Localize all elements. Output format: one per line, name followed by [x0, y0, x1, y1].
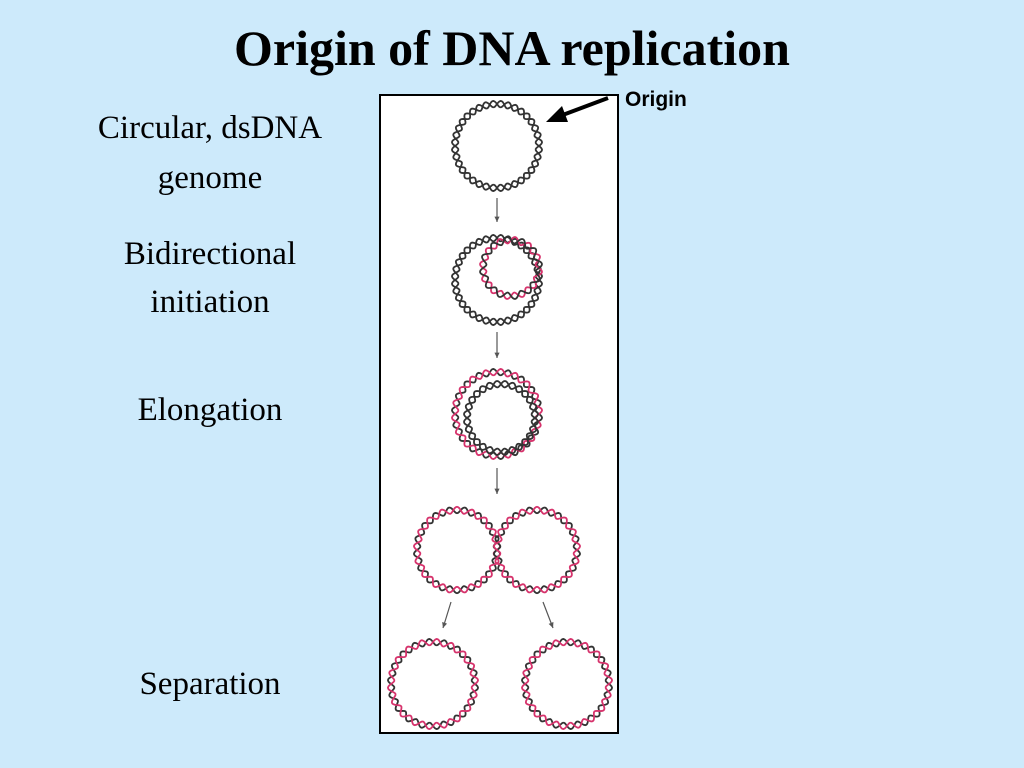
- dna-circle-separated-right: [521, 638, 613, 730]
- label-separation: Separation: [139, 666, 281, 702]
- dna-circle-initiation-bubble-strand-1: [479, 236, 543, 300]
- step-arrow-2-head: [494, 352, 500, 358]
- dna-circle-initiation-outer-strand-2: [451, 234, 543, 326]
- label-elongation: Elongation: [137, 392, 283, 428]
- dna-circle-elongation-inner-strand-2: [463, 380, 539, 456]
- dna-circle-daughter-right-joined: [493, 505, 581, 595]
- dna-circle-separated-left-strand-2: [387, 638, 479, 730]
- dna-circle-separated-right-strand-2: [521, 638, 613, 730]
- origin-arrow-icon: [546, 96, 609, 122]
- dna-circle-parental-strand-2: [451, 100, 543, 192]
- step-arrow-1-head: [494, 216, 500, 222]
- label-circular-line1: Circular, dsDNA: [97, 110, 323, 146]
- step-arrow-4b-head: [548, 622, 554, 628]
- dna-circle-daughter-right-joined-strand-2: [493, 505, 581, 594]
- dna-circle-initiation-outer: [451, 234, 543, 326]
- dna-circle-elongation-inner: [463, 380, 539, 456]
- label-circular-dsdna-genome: Circular, dsDNA genome: [60, 106, 360, 200]
- dna-circle-daughter-left-joined-strand-2: [413, 505, 501, 594]
- label-bidirectional-line2: initiation: [150, 284, 270, 320]
- dna-circle-initiation-bubble: [479, 236, 543, 300]
- replication-diagram-panel: [379, 94, 619, 734]
- dna-circle-initiation-bubble-strand-2: [479, 236, 543, 300]
- step-arrow-4a-head: [442, 622, 448, 628]
- label-bidirectional-line1: Bidirectional: [123, 236, 297, 272]
- step-arrow-3-head: [494, 488, 500, 494]
- dna-circle-daughter-left-joined: [413, 505, 501, 595]
- label-circular-line2: genome: [157, 160, 263, 196]
- dna-circle-separated-left: [387, 638, 479, 730]
- origin-label: Origin: [625, 88, 687, 111]
- label-bidirectional-initiation: Bidirectional initiation: [60, 232, 360, 324]
- slide-title: Origin of DNA replication: [233, 20, 790, 76]
- dna-circle-elongation-outer: [451, 368, 543, 460]
- replication-diagram: [387, 100, 613, 730]
- dna-circle-parental: [451, 100, 543, 192]
